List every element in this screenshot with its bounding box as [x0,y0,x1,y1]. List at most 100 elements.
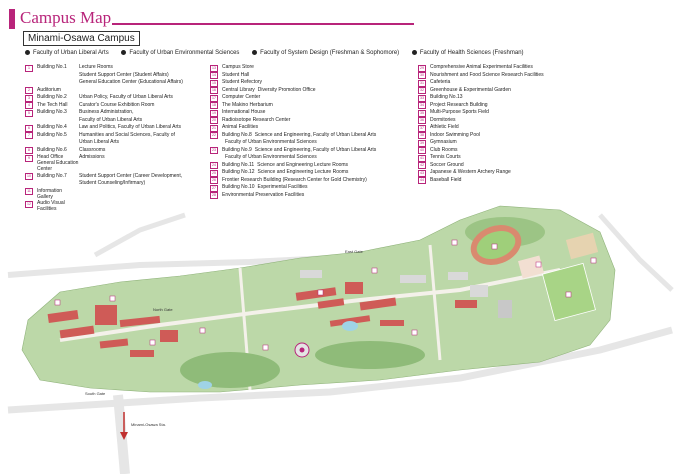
legend-description: Student Support Center (Student Affairs) [79,71,169,78]
legend-name: Building No.12 [222,169,255,175]
legend-number: 43 [418,169,426,177]
legend-number: 32 [418,87,426,94]
legend-number: 11 [25,188,33,196]
road [113,394,130,474]
legend-name: Computer Center [222,94,261,100]
legend-item: Faculty of Urban Environmental Sciences [210,154,376,162]
page-title: Campus Map [20,8,112,27]
legend-name: Central Library [222,86,255,93]
legend-name: International House [222,109,266,115]
legend-name: Head Office General Education Center [37,154,79,173]
legend-item: Urban Liberal Arts [25,139,183,147]
faculty-item: Faculty of Urban Liberal Arts [25,50,109,56]
legend-number: 40 [418,147,426,154]
faculty-item: Faculty of Urban Environmental Sciences [121,50,239,56]
building-cluster-east [448,272,512,318]
legend-number: 6 [25,124,33,132]
legend-item: Faculty of Urban Liberal Arts [25,117,183,125]
legend-name: Student Refectory [222,79,263,85]
bullet-icon [411,50,417,55]
legend-description: Student Support Center (Career Developme… [79,172,183,179]
legend-number: 31 [418,79,426,87]
legend-number: 3 [25,94,33,102]
legend-item: 28 Environmental Preservation Facilities [210,191,376,199]
legend-name: Soccer Ground [430,161,464,168]
legend-name: Comprehensive Animal Experimental Facili… [430,64,533,70]
legend-number: 36 [418,117,426,124]
legend-description: Diversity Promotion Office [257,86,316,93]
tennis-courts [565,232,599,260]
woodland [180,352,280,388]
legend-name: Club Rooms [430,146,458,153]
legend-number: 9 [25,154,33,162]
legend-item: 44 Baseball Field [418,176,547,184]
bullet-icon [252,50,258,55]
legend-name: Building No.10 [222,184,255,190]
pond [342,321,358,331]
legend-description: Humanities and Social Sciences, Faculty … [79,131,175,138]
legend-number: 10 [25,173,33,181]
legend-description: Law and Politics, Faculty of Urban Liber… [79,124,181,130]
legend-number: 21 [210,124,218,132]
east-gate-label: East Gate [345,249,364,254]
legend-name: Student Hall [222,71,250,78]
legend-item: Student Support Center (Student Affairs) [25,72,183,80]
legend-name: Building No.7 [37,172,67,179]
road [598,213,674,292]
legend-number: 1 [25,64,33,72]
legend-name: Building No.4 [37,124,67,130]
legend-number: 2 [25,87,33,94]
road [93,212,186,258]
legend-name: Environmental Preservation Facilities [222,191,305,198]
legend-item: 15 Student Refectory [210,79,376,87]
building-cluster-west [47,305,178,357]
legend-name: Frontier Research Building (Research Cen… [222,176,367,183]
title-underline [112,23,414,25]
legend-description: Admissions [79,154,105,160]
legend-name: The Tech Hall [37,101,68,108]
legend-number: 28 [210,192,218,199]
legend-item: Student Counseling/Infirmary) [25,180,183,188]
legend-description: Student Counseling/Infirmary) [79,180,146,187]
legend-item: General Education Center (Educational Af… [25,79,183,87]
legend-number: 18 [210,102,218,109]
campus-name: Minami-Osawa Campus [23,31,140,46]
legend-item: Faculty of Urban Environmental Sciences [210,139,376,147]
station-arrow-icon [120,412,128,440]
legend-name: Baseball Field [430,176,462,183]
legend-name: Athletic Field [430,124,459,130]
legend-number: 39 [418,139,426,147]
legend-number: 38 [418,132,426,139]
legend-item: 10 Building No.7 Student Support Center (C… [25,173,183,181]
faculty-legend: Faculty of Urban Liberal Arts Faculty of… [25,50,535,56]
legend-number: 41 [418,154,426,162]
legend-number: 23 [210,147,218,154]
legend-name: Building No.5 [37,131,67,138]
legend-name: Indoor Swimming Pool [430,131,481,138]
legend-name: Cafeteria [430,79,451,85]
legend-number: 15 [210,79,218,87]
legend-name: Animal Facilities [222,124,259,130]
legend-name: Dormitories [430,116,456,123]
legend-number: 34 [418,102,426,109]
legend-description: Faculty of Urban Liberal Arts [79,116,143,123]
legend-number: 44 [418,177,426,184]
legend-name: Building No.9 [222,146,252,153]
